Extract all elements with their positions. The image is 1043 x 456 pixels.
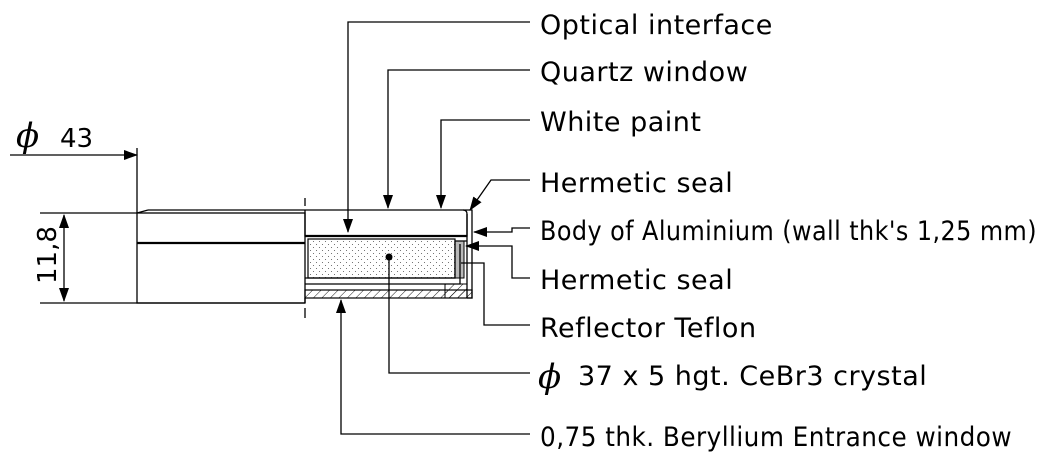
label-white-paint: White paint <box>540 107 701 138</box>
label-hermetic-seal-top: Hermetic seal <box>540 168 733 199</box>
diameter-value: 43 <box>60 124 93 154</box>
leader-lines <box>336 21 530 435</box>
cebr3-crystal <box>307 238 456 279</box>
label-beryllium-window: 0,75 thk. Beryllium Entrance window <box>540 422 1012 453</box>
detector-housing <box>136 198 473 318</box>
height-value: 11,8 <box>33 226 63 284</box>
diameter-dimension: ϕ 43 <box>10 116 138 213</box>
label-crystal-diameter-symbol: ϕ <box>538 357 561 397</box>
label-reflector-teflon: Reflector Teflon <box>540 313 757 344</box>
label-crystal: 37 x 5 hgt. CeBr3 crystal <box>578 361 927 392</box>
label-optical-interface: Optical interface <box>540 10 773 41</box>
label-quartz-window: Quartz window <box>540 57 748 88</box>
diameter-symbol: ϕ <box>16 116 39 156</box>
crystal-leader-dot <box>385 253 393 261</box>
label-body-aluminium: Body of Aluminium (wall thk's 1,25 mm) <box>540 216 1037 247</box>
seal-corner-hatch <box>444 283 468 299</box>
callout-labels: Optical interface Quartz window White pa… <box>538 10 1037 453</box>
quartz-window-section <box>304 209 468 237</box>
height-dimension: 11,8 <box>33 212 137 304</box>
label-hermetic-seal-side: Hermetic seal <box>540 265 733 296</box>
